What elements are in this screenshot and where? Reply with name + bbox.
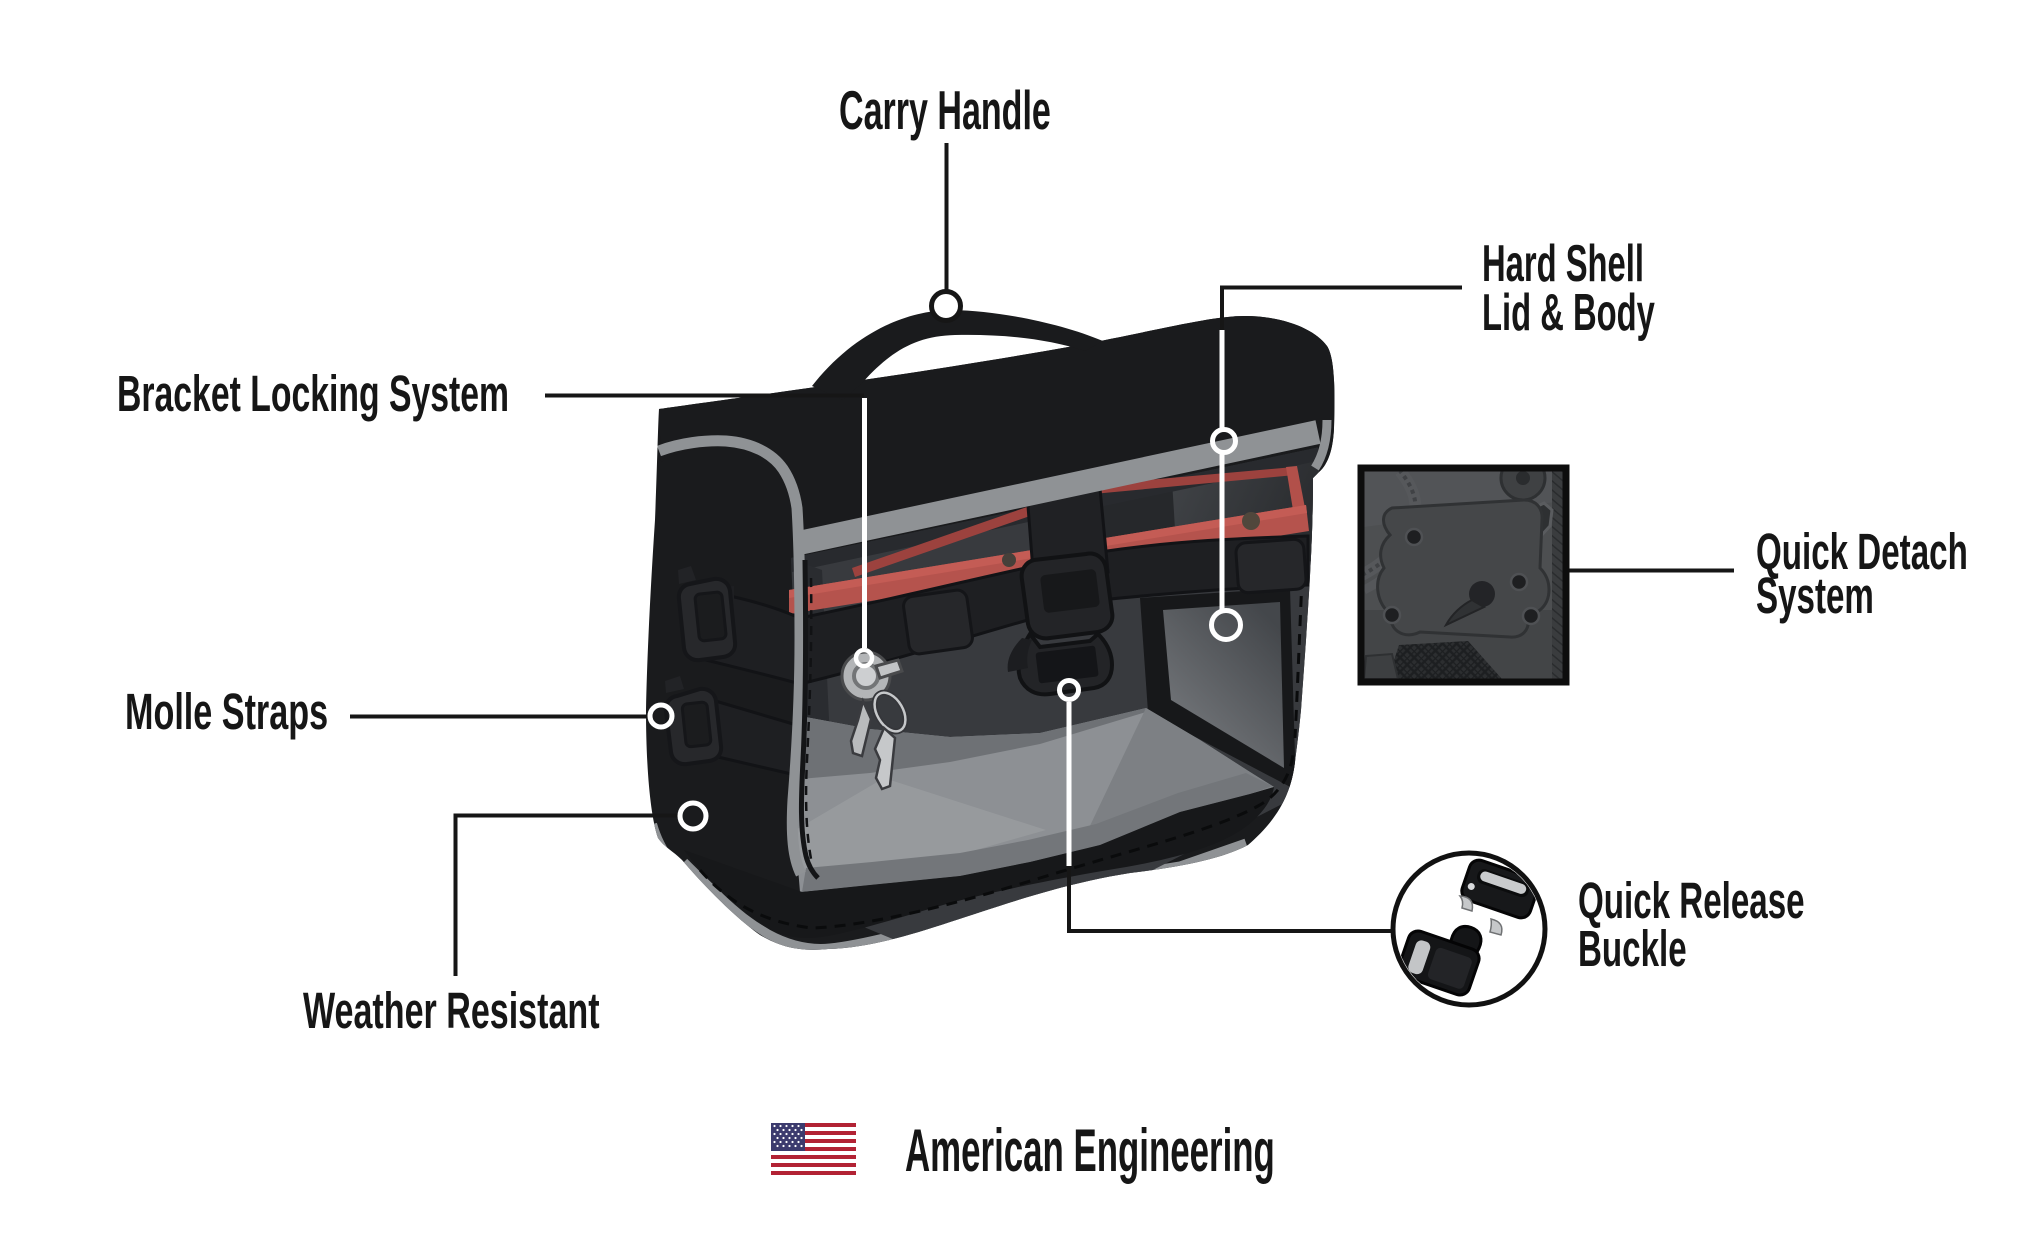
svg-text:American Engineering: American Engineering xyxy=(905,1118,1275,1184)
svg-text:Buckle: Buckle xyxy=(1578,921,1687,978)
svg-text:Quick Detach: Quick Detach xyxy=(1756,524,1968,581)
svg-text:Bracket Locking System: Bracket Locking System xyxy=(117,366,509,423)
svg-text:Molle Straps: Molle Straps xyxy=(125,684,328,740)
svg-text:Lid & Body: Lid & Body xyxy=(1482,285,1655,342)
svg-text:Quick Release: Quick Release xyxy=(1578,873,1805,930)
svg-text:Hard Shell: Hard Shell xyxy=(1482,236,1644,293)
svg-text:System: System xyxy=(1756,568,1874,625)
svg-text:Weather Resistant: Weather Resistant xyxy=(303,983,600,1039)
svg-text:Carry Handle: Carry Handle xyxy=(839,80,1051,141)
